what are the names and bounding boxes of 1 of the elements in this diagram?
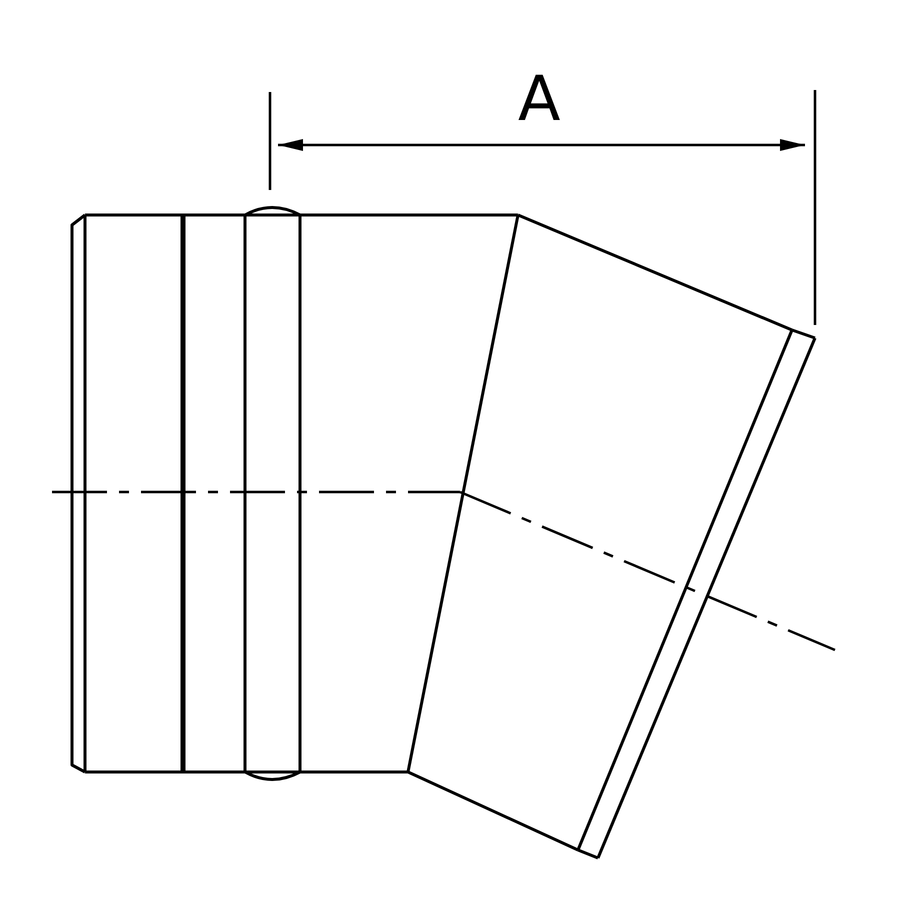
dimension-label: A (518, 68, 560, 130)
